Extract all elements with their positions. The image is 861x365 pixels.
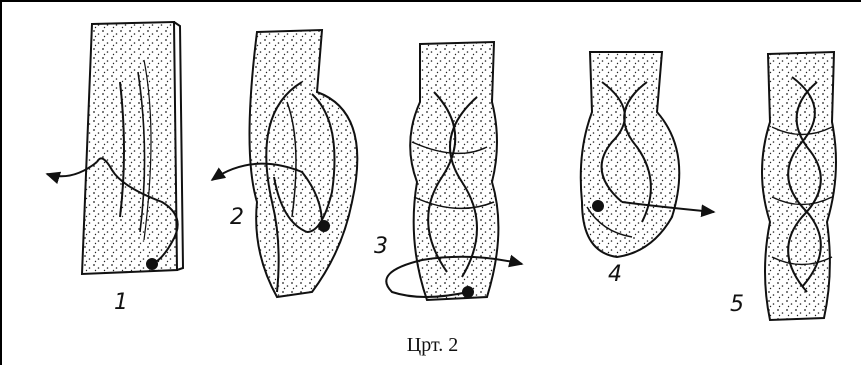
step-label-4: 4: [608, 264, 622, 286]
step-5-finished-braid: [762, 52, 836, 320]
step-label-1: 1: [114, 292, 128, 314]
figure-caption: Црт. 2: [2, 334, 861, 357]
step-2-twist: [212, 30, 357, 297]
step-label-5: 5: [730, 294, 744, 316]
step-1-strip: [47, 22, 183, 274]
step-label-2: 2: [230, 207, 244, 229]
step-label-3: 3: [374, 236, 388, 258]
step-3-braid: [386, 42, 522, 300]
step-4-braid: [581, 52, 714, 257]
